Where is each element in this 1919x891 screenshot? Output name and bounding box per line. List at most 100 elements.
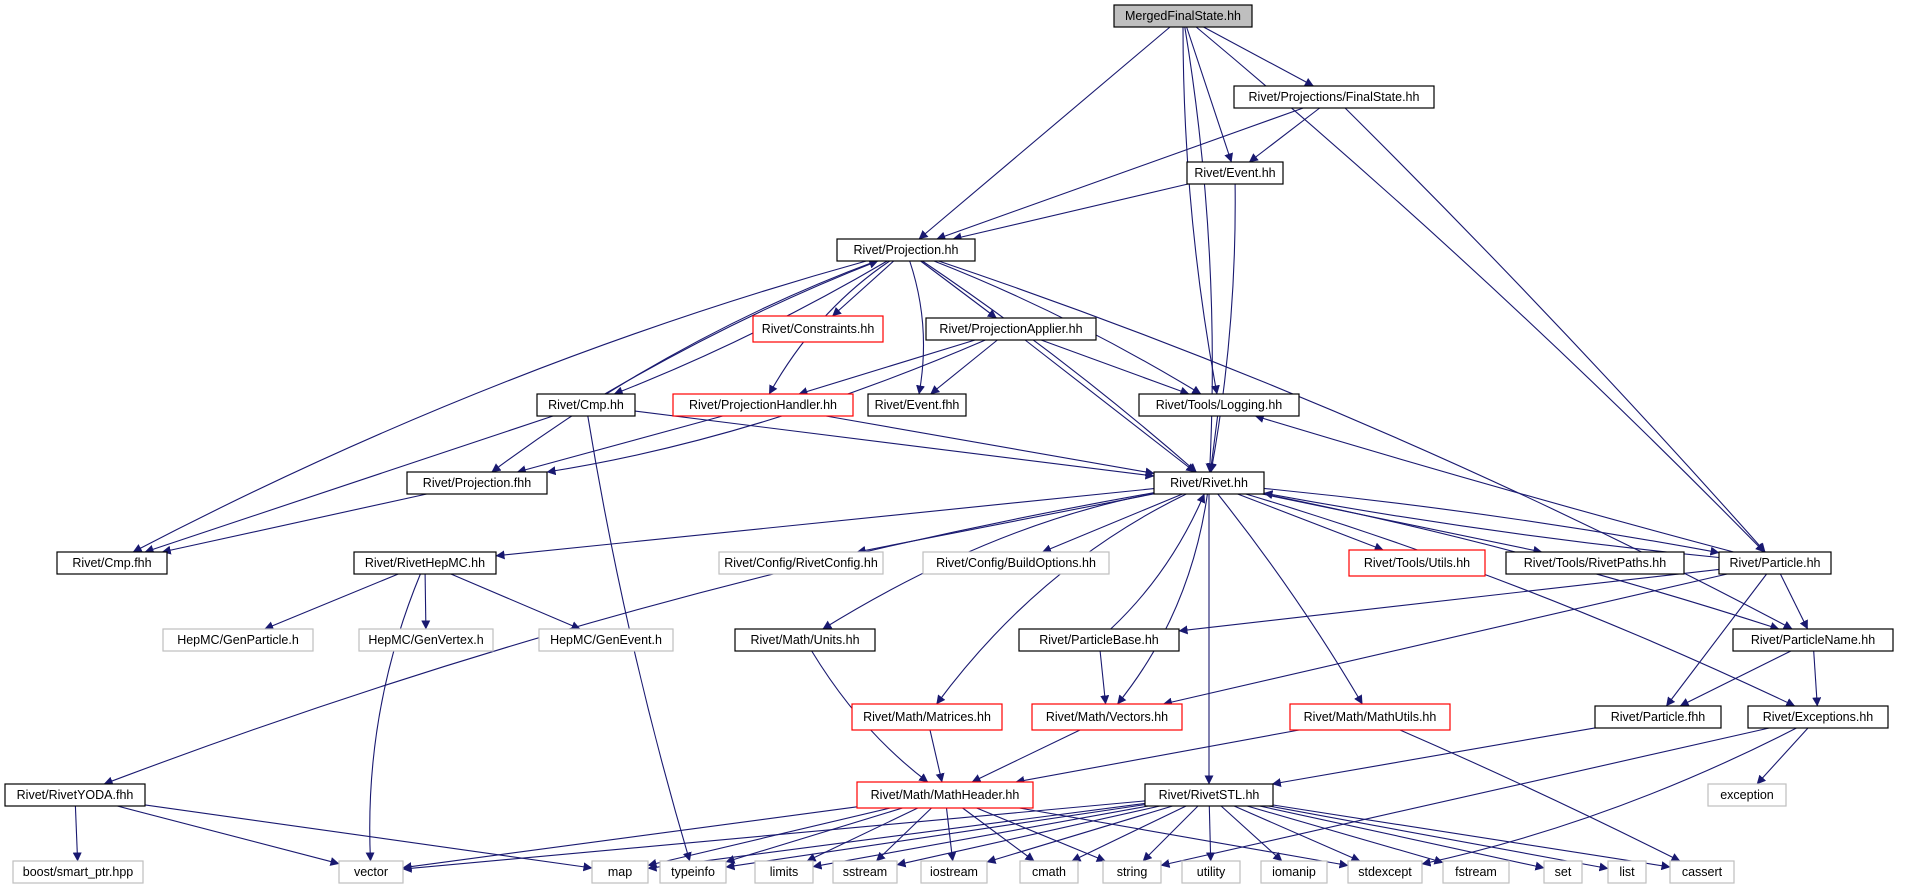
edge-hepmc-to-genevent xyxy=(450,573,581,630)
node-label: Rivet/ProjectionApplier.hh xyxy=(939,322,1082,336)
node-mathheader[interactable]: Rivet/Math/MathHeader.hh xyxy=(856,781,1034,809)
node-eventhh[interactable]: Rivet/Event.hh xyxy=(1186,161,1284,185)
node-box xyxy=(353,551,497,575)
node-box xyxy=(1732,628,1894,652)
edge-rivet-to-particle xyxy=(1263,487,1720,556)
node-set: set xyxy=(1543,860,1583,884)
node-cmp[interactable]: Rivet/Cmp.hh xyxy=(536,393,636,417)
node-box xyxy=(56,551,168,575)
node-box xyxy=(12,860,144,884)
node-label: Rivet/Math/MathHeader.hh xyxy=(871,788,1020,802)
node-label: Rivet/Math/MathUtils.hh xyxy=(1304,710,1437,724)
node-label: Rivet/Event.fhh xyxy=(875,398,960,412)
node-constraints[interactable]: Rivet/Constraints.hh xyxy=(752,315,884,343)
node-proj[interactable]: Rivet/Projection.hh xyxy=(836,238,976,262)
edge-yoda-to-map xyxy=(144,804,593,872)
node-exceptions[interactable]: Rivet/Exceptions.hh xyxy=(1747,705,1889,729)
node-projapplier[interactable]: Rivet/ProjectionApplier.hh xyxy=(925,317,1097,341)
node-box xyxy=(925,317,1097,341)
node-rivetstl[interactable]: Rivet/RivetSTL.hh xyxy=(1144,783,1274,807)
node-label: string xyxy=(1117,865,1148,879)
node-box xyxy=(836,238,976,262)
edge-proj-to-rivet xyxy=(921,260,1197,473)
edge-projapplier-to-eventfhh xyxy=(930,339,998,395)
node-box xyxy=(1181,860,1241,884)
node-matrices[interactable]: Rivet/Math/Matrices.hh xyxy=(851,703,1003,731)
edge-root-to-proj xyxy=(918,26,1171,240)
node-box xyxy=(1019,860,1079,884)
node-box xyxy=(1543,860,1583,884)
node-vectors[interactable]: Rivet/Math/Vectors.hh xyxy=(1031,703,1183,731)
node-iostream: iostream xyxy=(920,860,988,884)
node-particle[interactable]: Rivet/Particle.hh xyxy=(1718,551,1832,575)
node-box xyxy=(856,781,1034,809)
node-list: list xyxy=(1607,860,1647,884)
edge-particlename-to-exceptions xyxy=(1812,650,1822,707)
node-label: HepMC/GenParticle.h xyxy=(177,633,299,647)
node-label: Rivet/Event.hh xyxy=(1194,166,1275,180)
node-box xyxy=(851,703,1003,731)
node-label: cassert xyxy=(1682,865,1723,879)
edge-eventhh-to-proj xyxy=(952,183,1189,242)
node-particlefhh[interactable]: Rivet/Particle.fhh xyxy=(1594,705,1722,729)
edge-mathheader-to-vector xyxy=(402,806,858,872)
node-label: Rivet/Particle.hh xyxy=(1729,556,1820,570)
edge-cmp-to-rivet xyxy=(634,410,1155,480)
edge-rivetstl-to-limits xyxy=(812,805,1149,870)
node-rivet[interactable]: Rivet/Rivet.hh xyxy=(1153,471,1265,495)
node-logging[interactable]: Rivet/Tools/Logging.hh xyxy=(1138,393,1300,417)
edge-root-to-eventhh xyxy=(1186,26,1233,163)
node-label: set xyxy=(1555,865,1572,879)
node-label: boost/smart_ptr.hpp xyxy=(23,865,134,879)
edge-particle-to-particlefhh xyxy=(1665,573,1768,707)
node-cmpfhh[interactable]: Rivet/Cmp.fhh xyxy=(56,551,168,575)
node-box xyxy=(1113,4,1253,28)
node-box xyxy=(922,551,1110,575)
edge-particle-to-rivet xyxy=(1263,490,1720,559)
edge-rivetstl-to-list xyxy=(1268,805,1609,872)
node-label: Rivet/Math/Matrices.hh xyxy=(863,710,991,724)
node-projhandler[interactable]: Rivet/ProjectionHandler.hh xyxy=(672,393,854,417)
node-box xyxy=(1233,85,1435,109)
edge-rivet-to-hepmc xyxy=(495,488,1155,560)
node-box xyxy=(1607,860,1647,884)
edge-hepmc-to-genvertex xyxy=(421,573,431,630)
node-eventfhh[interactable]: Rivet/Event.fhh xyxy=(867,393,967,417)
edge-cmp-to-proj xyxy=(604,259,879,395)
node-root[interactable]: MergedFinalState.hh xyxy=(1113,4,1253,28)
node-mathutils[interactable]: Rivet/Math/MathUtils.hh xyxy=(1289,703,1451,731)
node-box xyxy=(1707,783,1787,807)
node-box xyxy=(538,628,674,652)
node-yoda[interactable]: Rivet/RivetYODA.fhh xyxy=(4,783,146,807)
edge-projhandler-to-rivet xyxy=(825,415,1155,477)
node-rivetconfig: Rivet/Config/RivetConfig.hh xyxy=(718,551,884,575)
node-box xyxy=(1442,860,1510,884)
node-label: list xyxy=(1619,865,1635,879)
node-box xyxy=(1594,705,1722,729)
edge-rivetstl-to-iomanip xyxy=(1220,805,1283,862)
node-projfhh[interactable]: Rivet/Projection.fhh xyxy=(406,471,548,495)
edge-mathutils-to-cassert xyxy=(1399,729,1681,862)
node-hepmc[interactable]: Rivet/RivetHepMC.hh xyxy=(353,551,497,575)
edge-particlebase-to-vectors xyxy=(1099,650,1110,705)
node-particlename[interactable]: Rivet/ParticleName.hh xyxy=(1732,628,1894,652)
edge-mathutils-to-mathheader xyxy=(1015,729,1300,785)
edge-rivet-to-units xyxy=(822,492,1155,630)
edge-layer xyxy=(72,26,1822,873)
node-particlebase[interactable]: Rivet/ParticleBase.hh xyxy=(1018,628,1180,652)
node-exception: exception xyxy=(1707,783,1787,807)
node-fs[interactable]: Rivet/Projections/FinalState.hh xyxy=(1233,85,1435,109)
node-box xyxy=(1031,703,1183,731)
node-box xyxy=(734,628,876,652)
node-utils[interactable]: Rivet/Tools/Utils.hh xyxy=(1348,549,1486,577)
node-map: map xyxy=(591,860,649,884)
node-box xyxy=(1505,551,1685,575)
node-rivetpaths[interactable]: Rivet/Tools/RivetPaths.hh xyxy=(1505,551,1685,575)
node-label: Rivet/RivetHepMC.hh xyxy=(365,556,485,570)
edge-rivetstl-to-utility xyxy=(1205,805,1215,862)
edge-particle-to-logging xyxy=(1254,414,1734,553)
node-box xyxy=(718,551,884,575)
node-units[interactable]: Rivet/Math/Units.hh xyxy=(734,628,876,652)
node-label: Rivet/Projection.hh xyxy=(854,243,959,257)
edge-rivetstl-to-cmath xyxy=(1071,805,1187,862)
